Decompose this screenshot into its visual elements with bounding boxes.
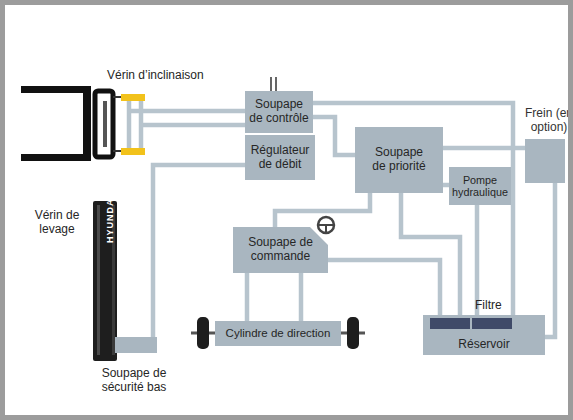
part-label: Vérin de levage [27,209,87,237]
lever [275,77,277,91]
fork [21,154,91,161]
hydraulic-line [313,117,355,155]
fork-carriage [21,86,145,161]
lever [270,77,272,91]
connector-layer [5,5,573,420]
hydraulic-line [129,109,245,114]
hydraulic-line [299,273,304,321]
fork-heel [83,86,91,161]
node-label: Soupape de priorité [368,146,430,174]
control-valve: Soupape de contrôle [245,91,313,133]
hydraulic-line [153,165,245,338]
carriage-frame [95,91,113,157]
node-label: Cylindre de direction [226,327,331,340]
hydraulic-lines [129,98,245,338]
cylinder-highlight [97,205,100,355]
hydraulic-line [141,123,245,128]
steering-valve: Soupape de commande [233,227,328,273]
wheel-rim [318,217,334,233]
part-label: Soupape de sécurité bas [89,367,179,395]
brake-box: Frein (en option) [525,139,565,183]
wheel [197,317,209,349]
steering-cylinder: Cylindre de direction [215,321,341,346]
tilt-cylinder [121,148,145,155]
hydraulic-line [545,183,555,337]
safety-valve [115,337,157,353]
node-label: Soupape de contrôle [248,98,310,126]
tilt-cylinder [121,94,145,101]
valve-levers [271,77,276,91]
lift-cylinder [93,201,157,361]
hydraulic-line [275,193,370,227]
chamfer-shape [233,227,328,273]
carriage-bar [103,101,107,147]
node-label: Pompe hydraulique [452,174,508,199]
steering-axle [191,317,365,349]
hydraulic-line [401,193,460,315]
node-label: Soupape de commande [242,236,320,264]
overlay-illustration [5,5,573,420]
steering-wheel [318,217,334,233]
hydraulic-line [245,273,250,321]
tank: Réservoir [423,315,545,355]
hydraulic-line [328,260,440,315]
fork [21,86,91,93]
hydraulic-line [127,98,132,153]
node-label: Réservoir [458,338,509,352]
part-label: Vérin d’inclinaison [107,69,204,83]
part-label: Filtre [475,299,502,313]
hydraulic-line [443,146,525,151]
wheel [347,317,359,349]
wheel-spoke [325,225,327,233]
flow-regulator: Régulateur de débit [245,135,315,180]
brand-logo: HYUNDAI [105,195,115,243]
hydraulic-pump: Pompe hydraulique [449,167,511,205]
node-label: Régulateur de débit [248,144,312,172]
wheel-spoke [318,224,334,226]
priority-valve: Soupape de priorité [355,127,443,193]
node-heading: Frein (en option) [519,107,573,135]
